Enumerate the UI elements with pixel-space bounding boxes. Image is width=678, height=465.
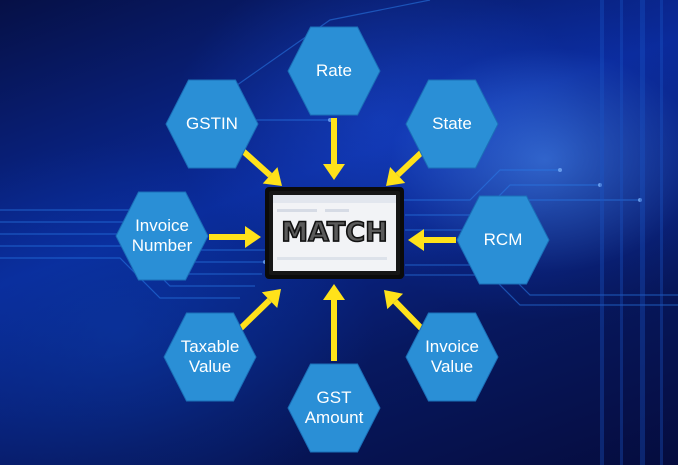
node-gstin: GSTIN — [165, 79, 259, 169]
node-gstin-label: GSTIN — [186, 114, 238, 133]
hexagon-shape — [405, 312, 499, 402]
arrow-invoice-number-head — [245, 226, 261, 248]
hexagon-shape — [163, 312, 257, 402]
arrow-taxable-value-shaft — [237, 298, 272, 332]
node-invoice-number: Invoice Number — [115, 191, 209, 281]
match-label: MATCH — [280, 216, 388, 249]
arrow-state-head — [386, 167, 406, 186]
hexagon-shape — [165, 79, 259, 169]
arrow-taxable-value-head — [261, 289, 281, 309]
node-rcm-label: RCM — [483, 230, 523, 249]
arrow-invoice-value-shaft — [393, 299, 425, 332]
node-taxable-value-label: Taxable Value — [180, 337, 240, 376]
monitor-frame — [265, 187, 404, 279]
node-gst-amount-label: GST Amount — [304, 388, 364, 427]
hexagon-shape — [405, 79, 499, 169]
hexagon-shape — [287, 363, 381, 453]
arrow-state-shaft — [395, 148, 426, 178]
node-rcm: RCM — [456, 195, 550, 285]
arrow-invoice-value-head — [384, 290, 404, 310]
node-state: State — [405, 79, 499, 169]
node-rate: Rate — [287, 26, 381, 116]
arrow-gstin-head — [262, 167, 282, 186]
arrow-rate-head — [323, 164, 345, 180]
node-taxable-value: Taxable Value — [163, 312, 257, 402]
arrow-gstin-shaft — [240, 148, 273, 178]
hexagon-shape — [456, 195, 550, 285]
node-invoice-value: Invoice Value — [405, 312, 499, 402]
node-gst-amount: GST Amount — [287, 363, 381, 453]
node-invoice-value-label: Invoice Value — [425, 337, 479, 376]
match-monitor: MATCH — [265, 187, 404, 279]
node-state-label: State — [432, 114, 472, 133]
arrow-gst-amount-head — [323, 284, 345, 300]
hexagon-shape — [115, 191, 209, 281]
node-invoice-number-label: Invoice Number — [131, 216, 193, 255]
node-rate-label: Rate — [316, 61, 352, 80]
arrow-rcm-head — [408, 229, 424, 251]
hexagon-shape — [287, 26, 381, 116]
